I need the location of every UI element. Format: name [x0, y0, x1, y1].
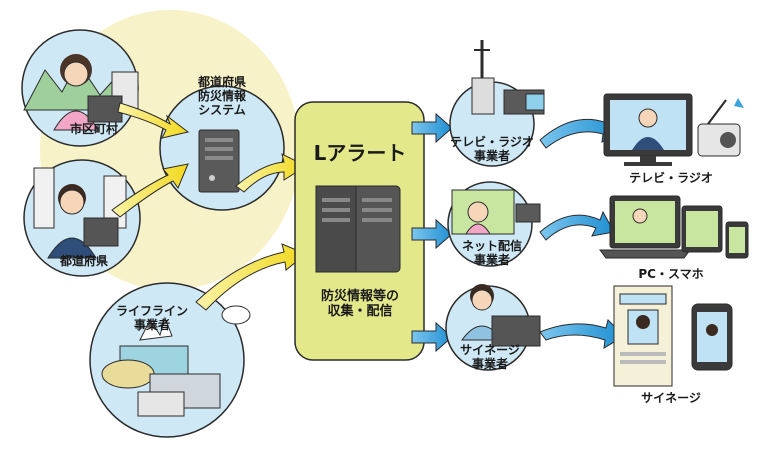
label-tv-radio-broadcaster: テレビ・ラジオ 事業者	[446, 135, 538, 164]
label-device-pc-smartphone: PC・スマホ	[638, 267, 704, 281]
label-prefecture-system-line1: 都道府県	[197, 75, 246, 89]
label-net-distributor-line1: ネット配信	[461, 239, 522, 253]
signage-device	[613, 285, 733, 387]
arrow-center-to-tv	[411, 112, 453, 144]
label-tv-radio-broadcaster-line2: 事業者	[473, 148, 510, 163]
pc-smartphone-device	[599, 195, 749, 259]
label-municipality: 市区町村	[69, 122, 118, 136]
label-prefecture-system: 都道府県 防災情報 システム	[176, 75, 268, 117]
label-lifeline-line1: ライフライン	[115, 304, 188, 318]
label-lifeline: ライフライン 事業者	[106, 304, 198, 333]
arrow-municipality-to-system	[117, 102, 190, 139]
label-tv-radio-broadcaster-line1: テレビ・ラジオ	[450, 135, 534, 149]
arrow-center-to-signage	[411, 321, 453, 353]
tv-radio-device	[603, 93, 744, 166]
label-signage-distributor-line2: 事業者	[471, 356, 508, 371]
label-device-tv-radio: テレビ・ラジオ	[629, 171, 713, 185]
arrow-prefecture-to-system	[111, 163, 189, 218]
blue-arrows-center	[411, 112, 453, 353]
label-net-distributor: ネット配信 事業者	[446, 239, 538, 268]
center-caption-line1: 防災情報等の	[320, 289, 399, 304]
center-title: Lアラート	[313, 141, 407, 165]
signage-distributor-node	[445, 284, 541, 371]
label-prefecture-system-line3: システム	[198, 102, 246, 117]
label-prefecture: 都道府県	[59, 254, 108, 268]
municipality-node	[21, 29, 139, 147]
arrow-net-to-device	[539, 210, 615, 241]
center-caption: 防災情報等の 収集・配信	[300, 289, 420, 320]
label-device-signage: サイネージ	[641, 391, 701, 405]
yellow-arrows	[111, 102, 308, 311]
tv-radio-broadcaster-node	[449, 40, 545, 167]
lifeline-node	[89, 282, 251, 438]
center-caption-line2: 収集・配信	[327, 303, 393, 319]
label-signage-distributor: サイネージ 事業者	[444, 343, 536, 372]
label-prefecture-system-line2: 防災情報	[197, 88, 246, 103]
label-lifeline-line2: 事業者	[133, 317, 170, 332]
arrow-center-to-net	[411, 218, 453, 250]
lalert-center	[294, 101, 425, 361]
center-server-icon	[315, 185, 401, 273]
net-distributor-node	[447, 181, 541, 267]
label-net-distributor-line2: 事業者	[473, 252, 510, 267]
arrow-signage-to-device	[539, 319, 625, 349]
label-signage-distributor-line1: サイネージ	[460, 343, 520, 357]
